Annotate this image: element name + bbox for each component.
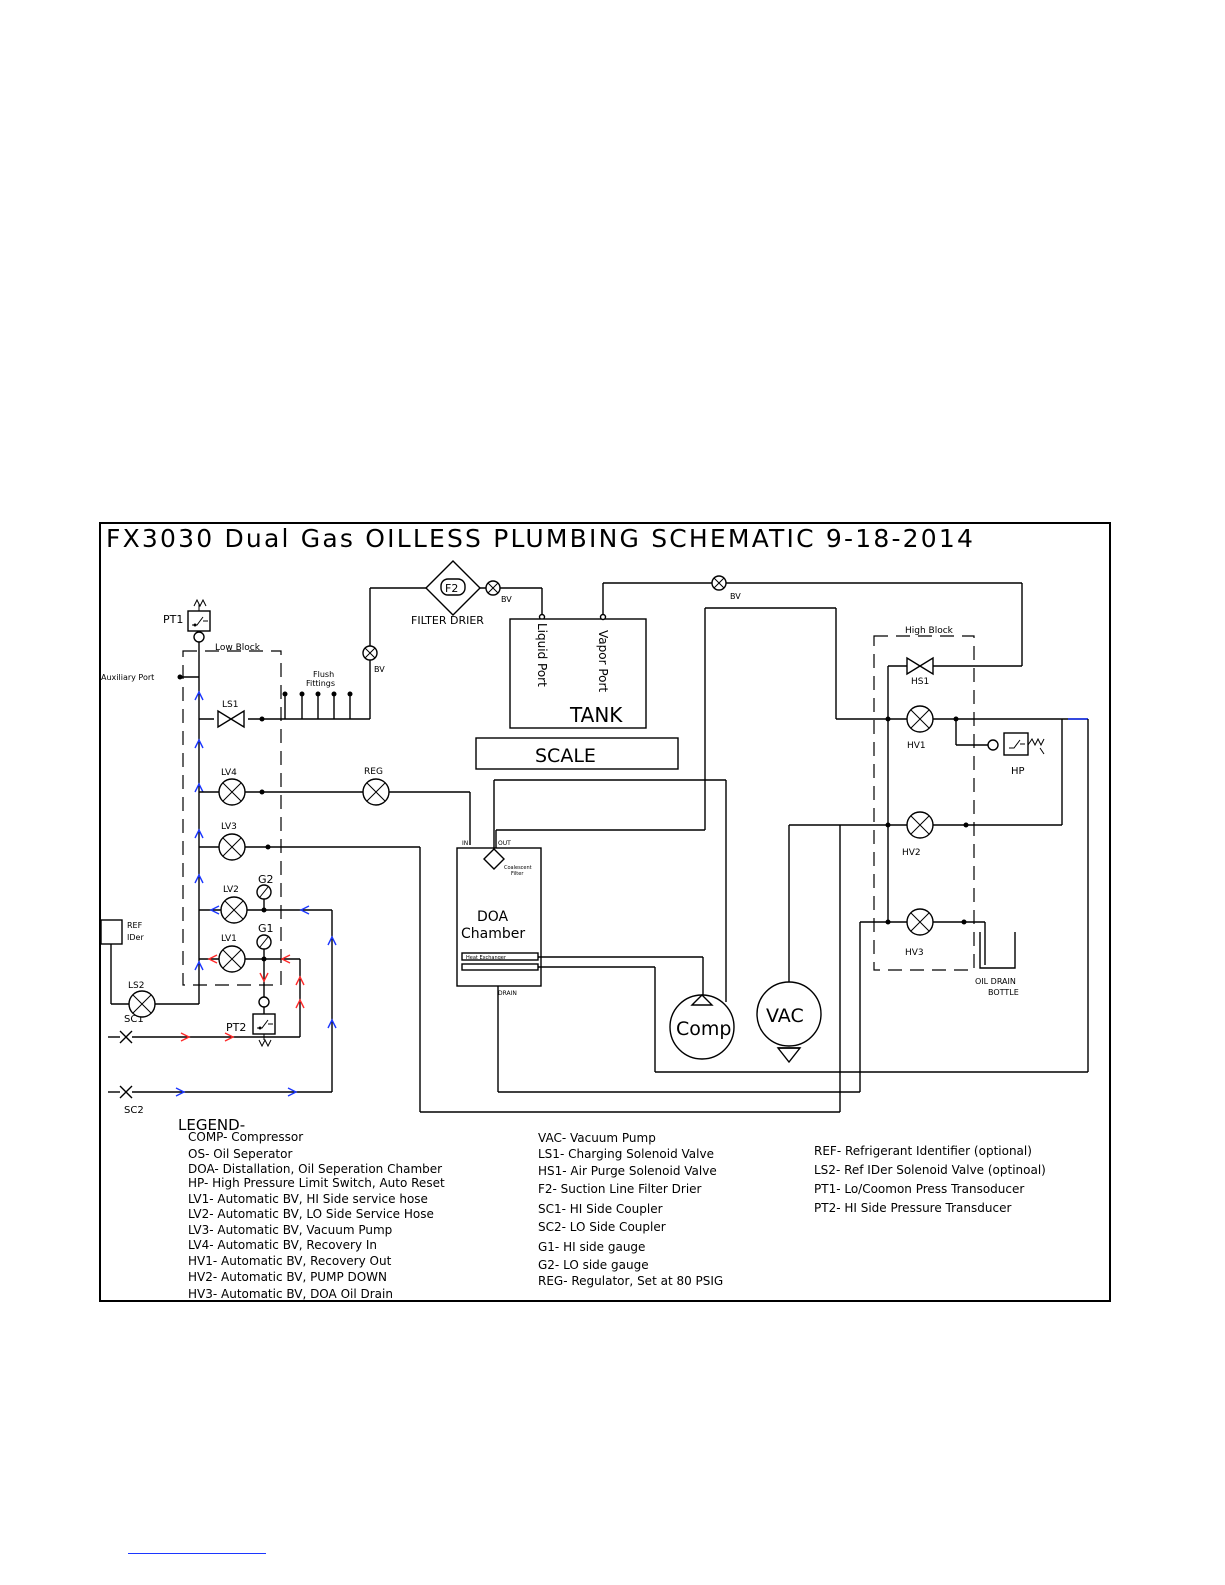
- legend-item: HP- High Pressure Limit Switch, Auto Res…: [188, 1176, 445, 1190]
- hv3-label: HV3: [905, 948, 924, 958]
- f2-label: F2: [445, 582, 458, 595]
- oil-drain-label: OIL DRAIN: [975, 977, 1016, 986]
- tank-label: TANK: [569, 703, 623, 727]
- ref-ider: [100, 919, 123, 945]
- auxiliary-port-dot: [177, 674, 183, 680]
- g2-label: G2: [258, 873, 274, 886]
- hs1-valve: [906, 656, 934, 676]
- auxiliary-port-label: Auxiliary Port: [101, 673, 154, 682]
- sc2-label: SC2: [124, 1105, 144, 1116]
- high-block-label: High Block: [905, 626, 954, 636]
- fittings-label: Fittings: [306, 679, 335, 688]
- legend-item: G2- LO side gauge: [538, 1258, 649, 1272]
- ls2-label: LS2: [128, 981, 144, 991]
- legend-item: HV2- Automatic BV, PUMP DOWN: [188, 1270, 387, 1284]
- legend-item: SC2- LO Side Coupler: [538, 1220, 666, 1234]
- comp-label: Comp: [676, 1018, 731, 1040]
- legend-item: HV1- Automatic BV, Recovery Out: [188, 1254, 392, 1268]
- doa-label: DOA: [477, 909, 509, 925]
- footer-rule: [128, 1553, 266, 1554]
- legend-item: COMP- Compressor: [188, 1130, 303, 1144]
- high-block-outline: [873, 635, 975, 971]
- hp-fitting: [987, 739, 999, 751]
- schematic-border: [99, 522, 1111, 1302]
- lv4-label: LV4: [221, 768, 237, 778]
- sc1-coupler: [119, 1030, 133, 1044]
- legend-item: LV1- Automatic BV, HI Side service hose: [188, 1192, 428, 1206]
- legend-item: LV4- Automatic BV, Recovery In: [188, 1238, 377, 1252]
- sc1-label: SC1: [124, 1014, 144, 1025]
- bv-f2-label: BV: [501, 595, 512, 604]
- doa-chamber: [456, 847, 542, 987]
- oil-drain-bottle: [979, 932, 1016, 969]
- legend-heading: LEGEND-: [178, 1116, 245, 1134]
- ls1-label: LS1: [222, 700, 238, 710]
- ls1-valve: [217, 709, 245, 729]
- filter-drier-label: FILTER DRIER: [411, 614, 484, 627]
- vac-label: VAC: [766, 1005, 804, 1027]
- low-block-label: Low Block: [215, 643, 261, 653]
- ider-label: IDer: [127, 933, 144, 942]
- doa-out-label: OUT: [498, 840, 511, 847]
- tank: [509, 618, 647, 729]
- filter-label: Filter: [511, 871, 524, 877]
- bottle-label: BOTTLE: [988, 988, 1019, 997]
- scale-label: SCALE: [535, 745, 596, 767]
- ref-label: REF: [127, 921, 143, 930]
- legend-item: HS1- Air Purge Solenoid Valve: [538, 1164, 717, 1178]
- coalescent-filter: [483, 848, 505, 870]
- pt1-fitting: [193, 631, 205, 643]
- hp-label: HP: [1011, 766, 1025, 777]
- bv-vapor-label: BV: [730, 592, 741, 601]
- legend-column-1: COMP- Compressor OS- Oil Seperator DOA- …: [188, 1130, 445, 1301]
- coalescent-label: Coalescent: [504, 865, 532, 871]
- liquid-port-label: Liquid Port: [535, 623, 549, 687]
- doa-in-label: IN: [462, 840, 468, 847]
- legend-item: LV2- Automatic BV, LO Side Service Hose: [188, 1207, 434, 1221]
- pt2-label: PT2: [226, 1021, 246, 1034]
- legend-item: REG- Regulator, Set at 80 PSIG: [538, 1274, 723, 1288]
- reg-label: REG: [364, 767, 383, 777]
- legend-item: SC1- HI Side Coupler: [538, 1202, 663, 1216]
- g1-label: G1: [258, 922, 274, 935]
- chamber-label: Chamber: [461, 926, 525, 942]
- doa-drain-label: DRAIN: [498, 990, 517, 997]
- legend-item: LV3- Automatic BV, Vacuum Pump: [188, 1223, 392, 1237]
- hv1-label: HV1: [907, 741, 926, 751]
- legend-item: REF- Refrigerant Identifier (optional): [814, 1144, 1032, 1158]
- legend-item: HV3- Automatic BV, DOA Oil Drain: [188, 1287, 393, 1301]
- bv-left-label: BV: [374, 665, 385, 674]
- scale: [475, 737, 679, 770]
- hv2-label: HV2: [902, 848, 921, 858]
- legend-item: PT2- HI Side Pressure Transducer: [814, 1201, 1011, 1215]
- lv2-label: LV2: [223, 885, 239, 895]
- legend-item: LS1- Charging Solenoid Valve: [538, 1147, 714, 1161]
- low-block-outline: [182, 650, 282, 986]
- vapor-port-label: Vapor Port: [596, 630, 610, 692]
- lv3-label: LV3: [221, 822, 237, 832]
- hp-switch: [1003, 732, 1029, 756]
- heat-exchanger-label: Heat Exchanger: [466, 955, 507, 961]
- pt1-label: PT1: [163, 613, 183, 626]
- schematic-title: FX3030 Dual Gas OILLESS PLUMBING SCHEMAT…: [106, 524, 975, 553]
- legend-item: LS2- Ref IDer Solenoid Valve (optinoal): [814, 1163, 1046, 1177]
- flush-label: Flush: [313, 670, 334, 679]
- legend-column-2: VAC- Vacuum Pump LS1- Charging Solenoid …: [538, 1131, 723, 1288]
- hs1-label: HS1: [911, 677, 929, 687]
- legend-item: F2- Suction Line Filter Drier: [538, 1182, 702, 1196]
- legend-item: G1- HI side gauge: [538, 1240, 645, 1254]
- legend-column-3: REF- Refrigerant Identifier (optional) L…: [814, 1144, 1046, 1215]
- legend-item: VAC- Vacuum Pump: [538, 1131, 656, 1145]
- lv1-label: LV1: [221, 934, 237, 944]
- legend-item: DOA- Distallation, Oil Seperation Chambe…: [188, 1162, 442, 1176]
- legend-item: OS- Oil Seperator: [188, 1147, 292, 1161]
- sc2-coupler: [119, 1085, 133, 1099]
- pt2-fitting: [258, 996, 270, 1008]
- legend-item: PT1- Lo/Coomon Press Transoducer: [814, 1182, 1024, 1196]
